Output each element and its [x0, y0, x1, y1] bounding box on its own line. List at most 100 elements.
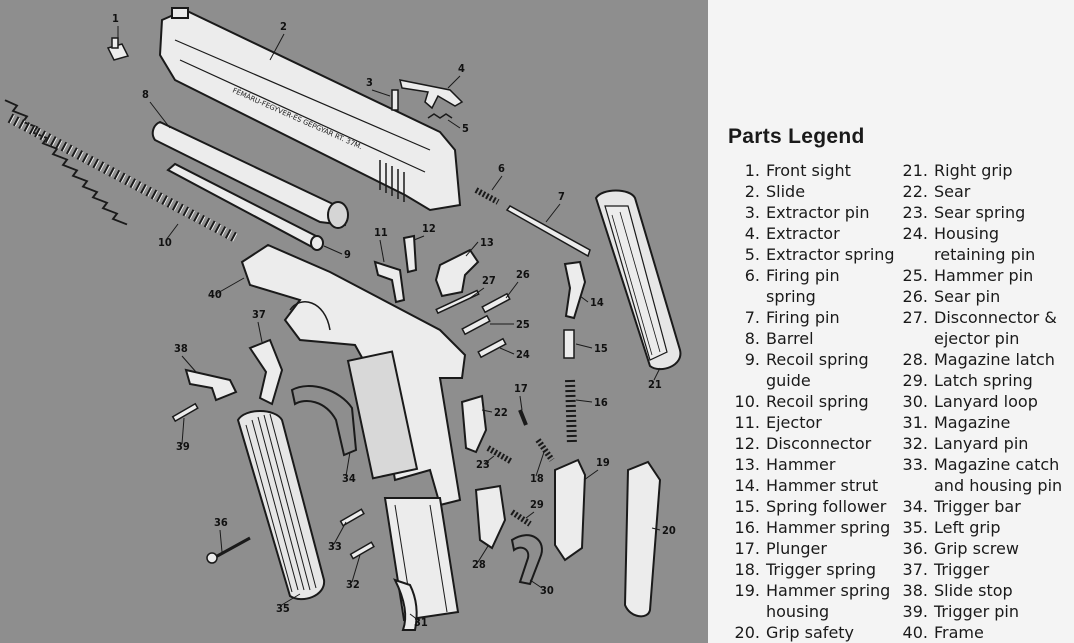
legend-entry: 37.Trigger — [886, 559, 1074, 580]
legend-entry: 16. Hammer spring — [718, 517, 908, 538]
callout-26: 26 — [516, 268, 530, 281]
legend-entry-number: 23. — [902, 203, 928, 222]
legend-entry: 23. Sear spring — [886, 202, 1074, 223]
legend-entry-number: 5. — [744, 245, 760, 264]
part-barrel — [151, 120, 349, 229]
part-recoil-spring-guide — [166, 162, 324, 251]
legend-entry-number: 36. — [902, 539, 928, 558]
legend-entry-number: 35. — [902, 518, 928, 537]
legend-entry: 2. Slide — [718, 181, 908, 202]
legend-entry-number: 6. — [744, 266, 760, 285]
legend-entry-label: Trigger pin — [934, 602, 1020, 621]
legend-entry: retaining pin — [886, 244, 1074, 265]
callout-5: 5 — [462, 122, 469, 135]
legend-entry-label: Sear spring — [934, 203, 1026, 222]
legend-entry-label: Lanyard pin — [934, 434, 1029, 453]
legend-entry-label: Sear pin — [934, 287, 1001, 306]
legend-entry-number: 16. — [734, 518, 760, 537]
callout-21: 21 — [648, 378, 662, 391]
legend-entry-number — [886, 328, 934, 349]
legend-entry-label: Lanyard loop — [934, 392, 1038, 411]
legend-title: Parts Legend — [728, 125, 865, 148]
part-right-grip — [594, 189, 682, 371]
legend-entry: and housing pin — [886, 475, 1074, 496]
legend-entry-label: Magazine — [934, 413, 1011, 432]
legend-entry-label: Recoil spring — [766, 392, 869, 411]
legend-entry-label: and housing pin — [934, 476, 1063, 495]
callout-leader-lines — [117, 26, 661, 621]
legend-entry-number: 12. — [734, 434, 760, 453]
legend-entry-label: Slide stop — [934, 581, 1013, 600]
legend-entry-number: 13. — [734, 455, 760, 474]
legend-entry-number: 9. — [744, 350, 760, 369]
legend-entry-label: Hammer pin — [934, 266, 1034, 285]
legend-entry-number: 2. — [744, 182, 760, 201]
legend-entry-number — [718, 370, 766, 391]
legend-entry-label: Hammer spring — [766, 518, 891, 537]
legend-entry-label: Slide — [766, 182, 806, 201]
legend-entry-label: Left grip — [934, 518, 1001, 537]
legend-entry-label: Trigger spring — [766, 560, 877, 579]
part-left-grip — [236, 410, 326, 601]
legend-entry: 1.Front sight — [718, 160, 908, 181]
legend-entry: 12. Disconnector — [718, 433, 908, 454]
legend-entry: 18.Trigger spring — [718, 559, 908, 580]
callout-25: 25 — [516, 318, 530, 331]
legend-entry: 20.Grip safety — [718, 622, 908, 643]
legend-entry-label: Front sight — [766, 161, 851, 180]
legend-entry-number: 21. — [902, 161, 928, 180]
legend-entry-label: Ejector — [766, 413, 822, 432]
legend-entry-number: 31. — [902, 413, 928, 432]
legend-entry: 10. Recoil spring — [718, 391, 908, 412]
legend-entry: 14. Hammer strut — [718, 475, 908, 496]
callout-30: 30 — [540, 584, 554, 597]
legend-entry-number: 20. — [734, 623, 760, 642]
callout-40: 40 — [208, 288, 222, 301]
legend-entry-number: 19. — [734, 581, 760, 600]
legend-entry-number: 22. — [902, 182, 928, 201]
part-firing-pin — [505, 205, 591, 258]
callout-34: 34 — [342, 472, 356, 485]
part-extractor-group — [391, 79, 464, 119]
legend-entry-number: 14. — [734, 476, 760, 495]
legend-entry-label: Hammer spring — [766, 581, 891, 600]
callout-7: 7 — [558, 190, 565, 203]
legend-entry: 9. Recoil spring — [718, 349, 908, 370]
legend-entry-label: Magazine latch — [934, 350, 1055, 369]
legend-entry-number: 17. — [734, 539, 760, 558]
legend-entry-number: 10. — [734, 392, 760, 411]
legend-entry-label: Disconnector & — [934, 308, 1057, 327]
callout-10: 10 — [158, 236, 172, 249]
legend-entry-label: Hammer strut — [766, 476, 879, 495]
legend-entry-label: Recoil spring — [766, 350, 869, 369]
legend-entry: spring — [718, 286, 908, 307]
legend-entry-number — [718, 286, 766, 307]
callout-9: 9 — [344, 248, 351, 261]
legend-entry: 21. Right grip — [886, 160, 1074, 181]
legend-entry: 32.Lanyard pin — [886, 433, 1074, 454]
legend-entry: 4.Extractor — [718, 223, 908, 244]
legend-entry-label: Firing pin — [766, 308, 840, 327]
legend-entry: 34.Trigger bar — [886, 496, 1074, 517]
legend-entry: 24.Housing — [886, 223, 1074, 244]
callout-37: 37 — [252, 308, 266, 321]
legend-entry: ejector pin — [886, 328, 1074, 349]
part-frame — [240, 243, 467, 507]
legend-entry: 38.Slide stop — [886, 580, 1074, 601]
legend-entry-label: Extractor pin — [766, 203, 870, 222]
legend-entry: 8.Barrel — [718, 328, 908, 349]
legend-entry-label: Magazine catch — [934, 455, 1060, 474]
callout-32: 32 — [346, 578, 360, 591]
part-hammer-spring-housing — [554, 458, 587, 562]
callout-27: 27 — [482, 274, 496, 287]
legend-entry-label: retaining pin — [934, 245, 1036, 264]
legend-entry-number: 26. — [902, 287, 928, 306]
legend-entry: 15.Spring follower — [718, 496, 908, 517]
legend-entry-label: Right grip — [934, 161, 1013, 180]
legend-entry-number: 25. — [902, 266, 928, 285]
legend-entry-label: Disconnector — [766, 434, 872, 453]
callout-4: 4 — [458, 62, 465, 75]
legend-entry: 6.Firing pin — [718, 265, 908, 286]
legend-entry-label: Extractor — [766, 224, 840, 243]
